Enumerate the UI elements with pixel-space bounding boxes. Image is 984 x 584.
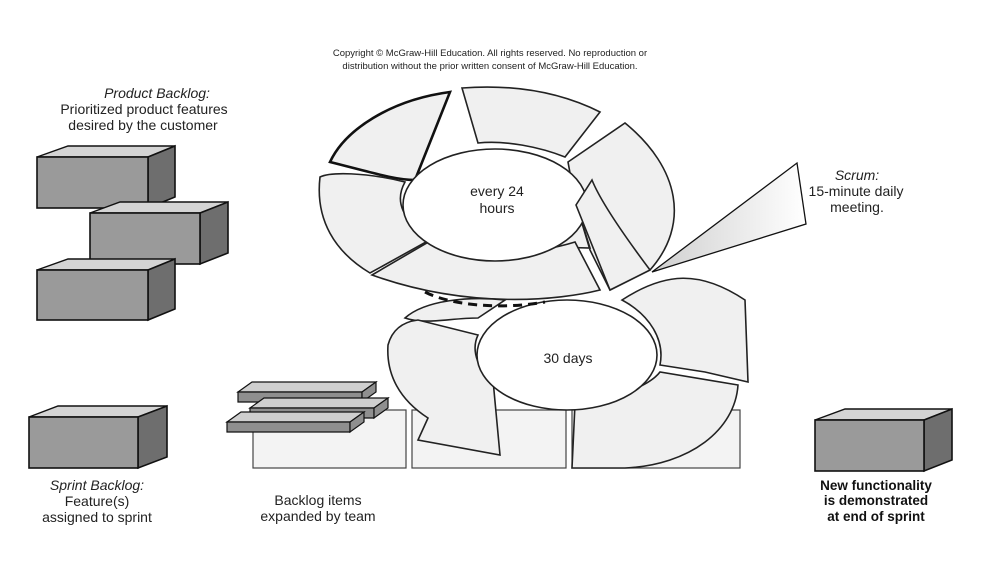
- sprint-backlog-label: Sprint Backlog: Feature(s) assigned to s…: [42, 477, 152, 525]
- new-functionality-label: New functionality is demonstrated at end…: [820, 478, 932, 524]
- sprint-cycle-center: [476, 299, 658, 411]
- product-backlog-line-1: Prioritized product features: [60, 101, 227, 117]
- backlog-plate-3: [225, 410, 366, 434]
- scrum-line-2: meeting.: [830, 199, 884, 215]
- new-functionality-line-3: at end of sprint: [827, 509, 925, 524]
- daily-cycle-label-1: every 24: [470, 183, 524, 199]
- cycle-connector-dashed: [424, 290, 546, 308]
- sprint-backlog-line-1: Feature(s): [65, 493, 130, 509]
- sprint-cycle-ring: [387, 277, 749, 469]
- product-backlog-label: Product Backlog: Prioritized product fea…: [60, 85, 227, 133]
- sprint-backlog-box: [28, 404, 168, 470]
- new-functionality-line-2: is demonstrated: [824, 493, 928, 508]
- product-backlog-box-1: [36, 144, 176, 210]
- scrum-line-1: 15-minute daily: [809, 183, 904, 199]
- backlog-items-line-2: expanded by team: [260, 508, 375, 524]
- product-backlog-title: Product Backlog:: [104, 85, 210, 101]
- copyright-line-2: distribution without the prior written c…: [342, 61, 637, 72]
- sprint-cycle-label: 30 days: [543, 350, 592, 366]
- daily-cycle-arrowhead: [575, 178, 652, 292]
- new-functionality-box: [814, 407, 953, 473]
- copyright-line-1: Copyright © McGraw-Hill Education. All r…: [333, 48, 647, 59]
- backlog-items-line-1: Backlog items: [274, 492, 361, 508]
- new-functionality-line-1: New functionality: [820, 478, 932, 493]
- product-backlog-line-2: desired by the customer: [68, 117, 218, 133]
- scrum-callout-beam: [651, 161, 807, 273]
- scrum-title: Scrum:: [835, 167, 879, 183]
- backlog-items-label: Backlog items expanded by team: [260, 492, 375, 524]
- scrum-label: Scrum: 15-minute daily meeting.: [809, 167, 904, 215]
- sprint-backlog-line-2: assigned to sprint: [42, 509, 152, 525]
- sprint-backlog-title: Sprint Backlog:: [50, 477, 144, 493]
- product-backlog-box-2: [89, 200, 229, 266]
- daily-cycle-label-2: hours: [479, 200, 514, 216]
- product-backlog-box-3: [36, 257, 176, 322]
